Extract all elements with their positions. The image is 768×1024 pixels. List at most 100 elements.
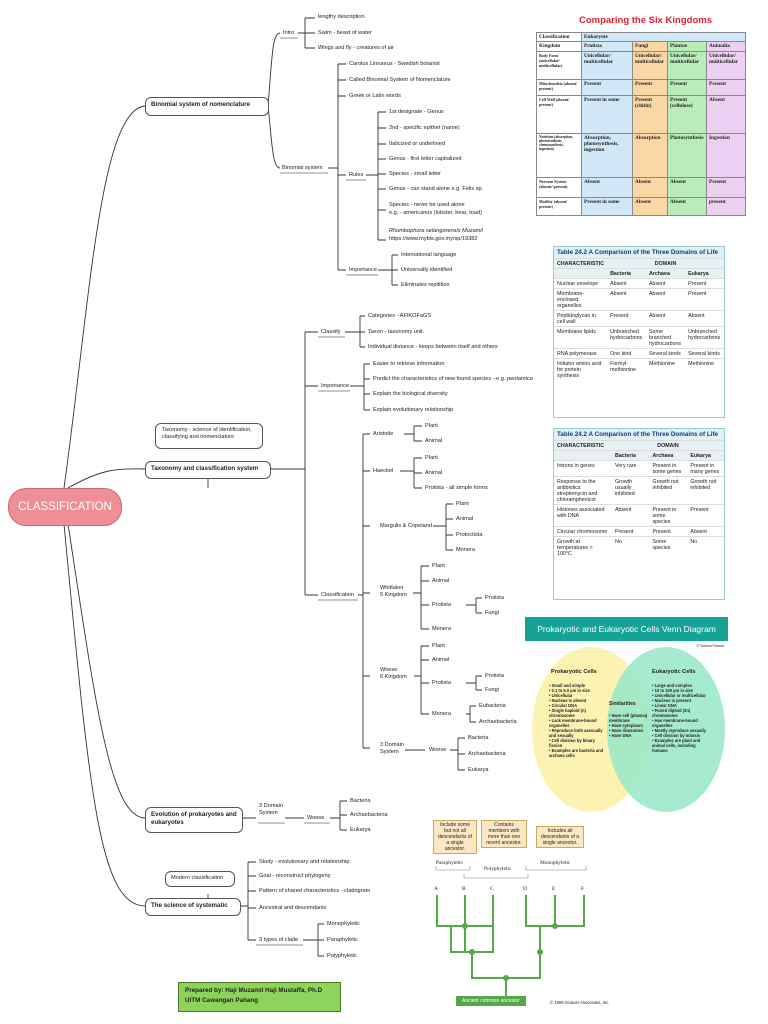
tax-importance-example: pentamica	[507, 376, 533, 382]
dom-cell: Present in many genes	[687, 460, 724, 477]
clade-group-label: Polyphyletic	[484, 866, 512, 872]
six-cell: Absent	[581, 177, 633, 198]
venn-credit: © ScienceTrends	[696, 644, 724, 648]
taxonomy-title: Taxonomy and classification system	[151, 465, 259, 472]
venn-right-item: • Examples are plant and animal cells, i…	[652, 738, 701, 753]
woese6-label: Woese 6 Kingdom	[380, 667, 407, 680]
venn-left-item: • Circular DNA	[549, 703, 578, 708]
kingdom-archaebacteria: Archaebacteria	[479, 719, 517, 725]
dom-cell: Membrane lipids	[554, 326, 608, 349]
venn-right-item: • 10 to 100 µm in size	[652, 688, 693, 693]
dom-cell: Peptidoglycan in cell wall	[554, 310, 608, 327]
evolution-title: Evolution of prokaryotes and eukaryotes	[151, 811, 237, 826]
venn-mid-list: • Have cell (plasma) membrane • Have cyt…	[609, 713, 649, 738]
venn-left-item: • 0.1 to 5.0 µm in size	[549, 688, 590, 693]
six-cell: Absorption, photosynthesis, ingestion	[581, 133, 633, 178]
six-cell: Present (cellulose)	[667, 95, 707, 134]
venn-right-title: Eukaryotic Cells	[652, 669, 696, 675]
dom-cell: Growth usually inhibited	[612, 476, 650, 505]
dom-cell: Unbranched hydrocarbons	[685, 326, 724, 349]
kingdom-plant: Plant	[425, 455, 438, 461]
six-cell: Body Form (unicellular/ multicellular)	[536, 51, 582, 80]
kingdom-eubacteria: Eubacteria	[479, 703, 506, 709]
dom-col: Eukarya	[685, 268, 724, 279]
tax-importance-text: Predict the characteristics of new found…	[373, 376, 508, 382]
kingdom-animal: Animal	[432, 657, 450, 663]
six-kingdoms-figure: Comparing the Six Kingdoms Classificatio…	[533, 12, 758, 230]
systematic-item: Pattern of shared characteristics - clad…	[259, 888, 371, 894]
clade-types-label: 3 types of clade	[259, 937, 299, 943]
dom-col	[554, 450, 612, 461]
venn-left-title: Prokaryotic Cells	[551, 669, 597, 675]
six-cell: Ingestion	[706, 133, 746, 178]
margulis-label: Margulis & Copeland	[380, 523, 432, 529]
kingdom-animal: Animal	[425, 470, 443, 476]
dom-col	[554, 268, 608, 279]
importance-label: Importance	[349, 267, 377, 273]
six-kingdoms-title: Comparing the Six Kingdoms	[578, 15, 712, 26]
six-cell: Present in some	[581, 197, 633, 216]
dom-cell: Methionine	[685, 358, 724, 380]
tax-importance-item: Explain evolutionary relationship	[373, 407, 454, 413]
ancestor-label: Ancient common ancestor	[456, 996, 526, 1006]
rule-item-link[interactable]: https://www.mybis.gov.my/sp/19382	[389, 236, 478, 242]
six-cell: Protista	[581, 41, 633, 52]
dom-cell: Growth at temperatures > 100°C	[554, 536, 612, 558]
haeckel-label: Haeckel	[373, 468, 394, 474]
dom-cell: Present	[607, 310, 646, 327]
dom-cell: Present	[685, 278, 724, 289]
six-kingdoms-table: Classification Eukaryote Kingdom Protist…	[536, 32, 746, 216]
rule-item: e.g. - americanus (lobster, bear, toad)	[389, 210, 482, 216]
tax-importance-label: Importance	[321, 383, 349, 389]
dom-cell: Absent	[687, 526, 724, 537]
venn-left-item: • Examples are bacteria and archaea cell…	[549, 748, 604, 758]
dom-cell: Several kinds	[645, 348, 686, 359]
clade-note: Include some but not all descendants of …	[433, 820, 477, 854]
binomial-title: Binomial system of nomenclature	[151, 101, 251, 108]
dom-cell: Absent	[607, 288, 646, 311]
venn-left-item: • Reproduce both asexually and sexually	[549, 728, 603, 738]
dom-cell: Absent	[612, 504, 650, 527]
six-cell: Eukaryote	[581, 32, 746, 42]
system-item: Greek or Latin words	[349, 93, 401, 99]
tax-importance-item: Easier to retrieve information	[373, 361, 445, 367]
taxon-label: C	[490, 886, 494, 892]
taxon-label: B	[462, 886, 466, 892]
rule-item: Genus - first letter capitalized	[389, 156, 462, 162]
dom-cell: Absent	[645, 288, 686, 311]
classify-item: Categories - AFIKOFaGS	[368, 313, 432, 319]
six-cell: Plantae	[667, 41, 707, 52]
importance-item: Eliminates repitition	[401, 282, 450, 288]
rule-item: Genus - can stand alone e.g. Felis sp.	[389, 186, 484, 192]
clade-group-label: Paraphyletic	[436, 860, 463, 866]
kingdom-monera: Monera	[432, 711, 451, 717]
dom-cell: Present in some genes	[649, 460, 688, 477]
venn-left-item: • Single haploid (n) chromosome	[549, 708, 586, 718]
dom-cell: Present	[649, 526, 688, 537]
dom-col: Bacteria	[607, 268, 646, 279]
kingdom-plant: Plant	[456, 501, 469, 507]
central-topic-label: CLASSIFICATION	[18, 501, 112, 513]
venn-left-item: • Cell division by binary fission	[549, 738, 596, 748]
dom-head: DOMAIN	[612, 440, 724, 451]
evolution-item: Archaebacteria	[350, 812, 388, 818]
dom-col: Archaea	[649, 450, 688, 461]
six-cell: Absent	[667, 197, 707, 216]
six-cell: Absent	[632, 177, 668, 198]
dom-cell: Present in some species	[649, 504, 688, 527]
rules-label: Rules	[349, 172, 364, 178]
venn-right-item: • Large and complex	[652, 683, 692, 688]
dom-cell: Unbranched hydrocarbons	[607, 326, 646, 349]
systematic-title: The science of systematic	[151, 902, 228, 909]
kingdom-plant: Plant	[425, 423, 438, 429]
importance-item: International language	[401, 252, 457, 258]
six-cell: Absorption	[632, 133, 668, 178]
venn-figure: Prokaryotic and Eukaryotic Cells Venn Di…	[525, 617, 728, 822]
six-cell: Unicellular/ multicellular	[706, 51, 746, 80]
taxon-label: D	[523, 886, 527, 892]
clade-note: Includes all descendants of a single anc…	[536, 826, 584, 848]
prepared-by-box: Prepared by: Haji Muzamil Haji Mustaffa,…	[178, 982, 341, 1012]
systematic-note	[165, 871, 235, 887]
tax-importance-item: Predict the characteristics of new found…	[373, 376, 533, 383]
